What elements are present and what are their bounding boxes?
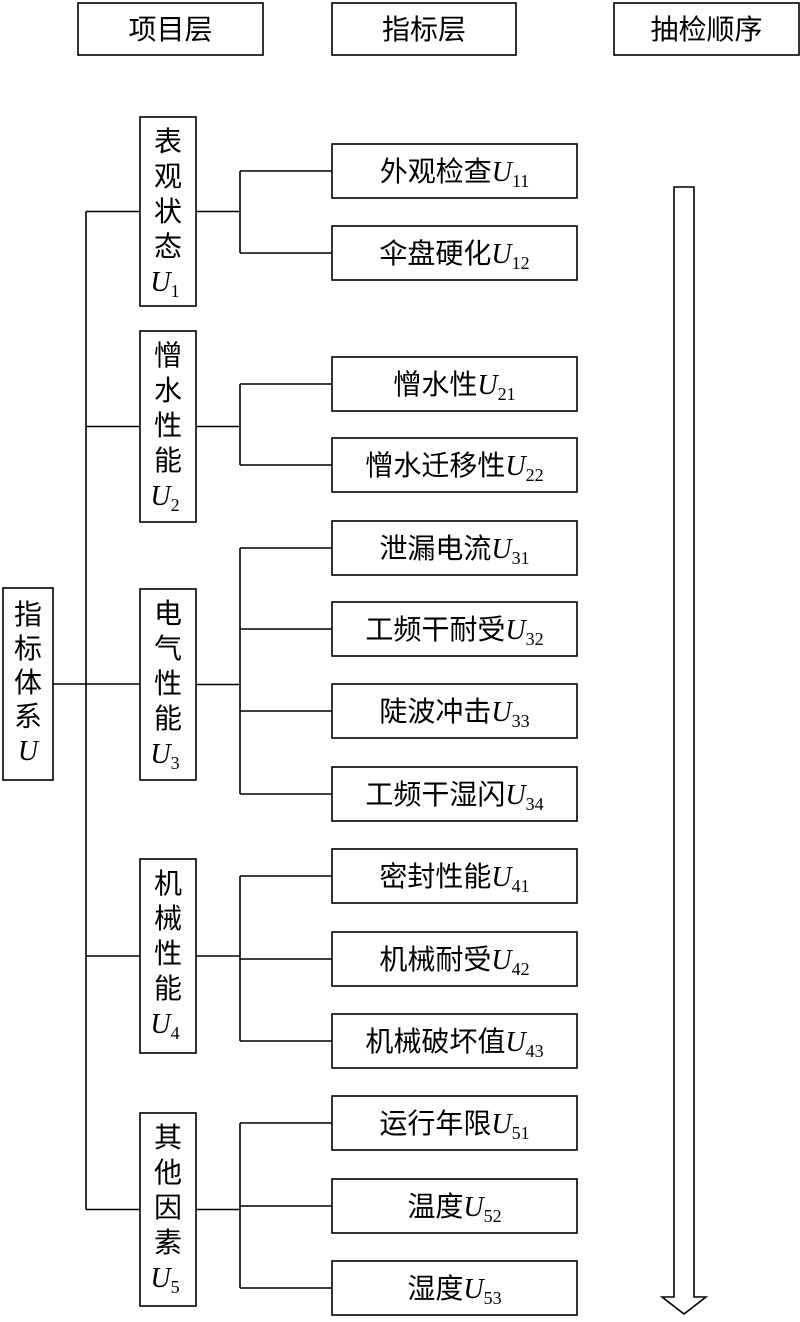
indicator-node-22: 憎水迁移性U22 [331, 437, 578, 493]
root-symbol: U [18, 736, 40, 767]
diagram-nodes: 指标体系U表观状态U1外观检查U11伞盘硬化U12憎水性能U2憎水性U21憎水迁… [2, 116, 578, 1316]
project-char: 性 [154, 667, 182, 700]
indicator-label: 泄漏电流U31 [379, 532, 529, 568]
project-symbol: U2 [150, 481, 179, 515]
root-char: 标 [14, 632, 42, 665]
project-char: 能 [154, 702, 182, 735]
project-char: 观 [154, 160, 182, 193]
header-inspection-order-label: 抽检顺序 [650, 13, 762, 46]
project-char: 态 [154, 230, 182, 263]
project-char: 电 [154, 597, 182, 630]
indicator-label: 外观检查U11 [380, 155, 530, 191]
project-char: 性 [154, 409, 182, 442]
project-char: 机 [154, 867, 182, 900]
indicator-node-51: 运行年限U51 [331, 1095, 578, 1151]
project-char: 械 [154, 902, 182, 935]
project-char: 其 [154, 1121, 182, 1154]
indicator-node-12: 伞盘硬化U12 [331, 225, 578, 281]
project-symbol: U5 [150, 1263, 179, 1297]
project-char: 憎 [154, 339, 182, 372]
root-char: 系 [14, 700, 42, 733]
indicator-label: 运行年限U51 [379, 1107, 529, 1143]
project-char: 性 [154, 937, 182, 970]
project-char: 表 [154, 125, 182, 158]
project-char: 他 [154, 1156, 182, 1189]
indicator-node-11: 外观检查U11 [331, 143, 578, 199]
project-char: 素 [154, 1226, 182, 1259]
indicator-node-42: 机械耐受U42 [331, 931, 578, 987]
inspection-order-arrow [659, 186, 709, 1316]
indicator-node-33: 陡波冲击U33 [331, 683, 578, 739]
indicator-node-31: 泄漏电流U31 [331, 520, 578, 576]
header-inspection-order: 抽检顺序 [613, 2, 800, 56]
indicator-node-34: 工频干湿闪U34 [331, 766, 578, 822]
project-char: 能 [154, 444, 182, 477]
header-project-layer: 项目层 [77, 2, 264, 56]
indicator-node-21: 憎水性U21 [331, 356, 578, 412]
project-symbol: U1 [150, 267, 179, 301]
indicator-node-41: 密封性能U41 [331, 848, 578, 904]
indicator-node-52: 温度U52 [331, 1178, 578, 1234]
indicator-label: 伞盘硬化U12 [379, 237, 529, 273]
indicator-label: 工频干耐受U32 [365, 613, 543, 649]
indicator-label: 机械耐受U42 [379, 943, 529, 979]
indicator-node-53: 湿度U53 [331, 1260, 578, 1316]
indicator-label: 憎水迁移性U22 [365, 449, 543, 485]
connector-lines [53, 170, 332, 1289]
header-indicator-layer-label: 指标层 [382, 13, 466, 46]
project-char: 水 [154, 374, 182, 407]
indicator-label: 机械破坏值U43 [365, 1025, 543, 1061]
indicator-label: 工频干湿闪U34 [365, 778, 543, 814]
project-char: 因 [154, 1191, 182, 1224]
indicator-node-32: 工频干耐受U32 [331, 601, 578, 657]
project-char: 能 [154, 972, 182, 1005]
indicator-label: 温度U52 [407, 1190, 501, 1226]
root-char: 指 [14, 598, 42, 631]
indicator-label: 憎水性U21 [393, 368, 515, 404]
indicator-label: 密封性能U41 [379, 860, 529, 896]
root-char: 体 [14, 666, 42, 699]
header-project-layer-label: 项目层 [128, 13, 212, 46]
project-symbol: U4 [150, 1009, 179, 1043]
indicator-node-43: 机械破坏值U43 [331, 1013, 578, 1069]
indicator-label: 陡波冲击U33 [379, 695, 529, 731]
project-char: 气 [154, 632, 182, 665]
header-indicator-layer: 指标层 [331, 2, 517, 56]
project-char: 状 [154, 195, 182, 228]
project-symbol: U3 [150, 739, 179, 773]
indicator-label: 湿度U53 [407, 1272, 501, 1308]
